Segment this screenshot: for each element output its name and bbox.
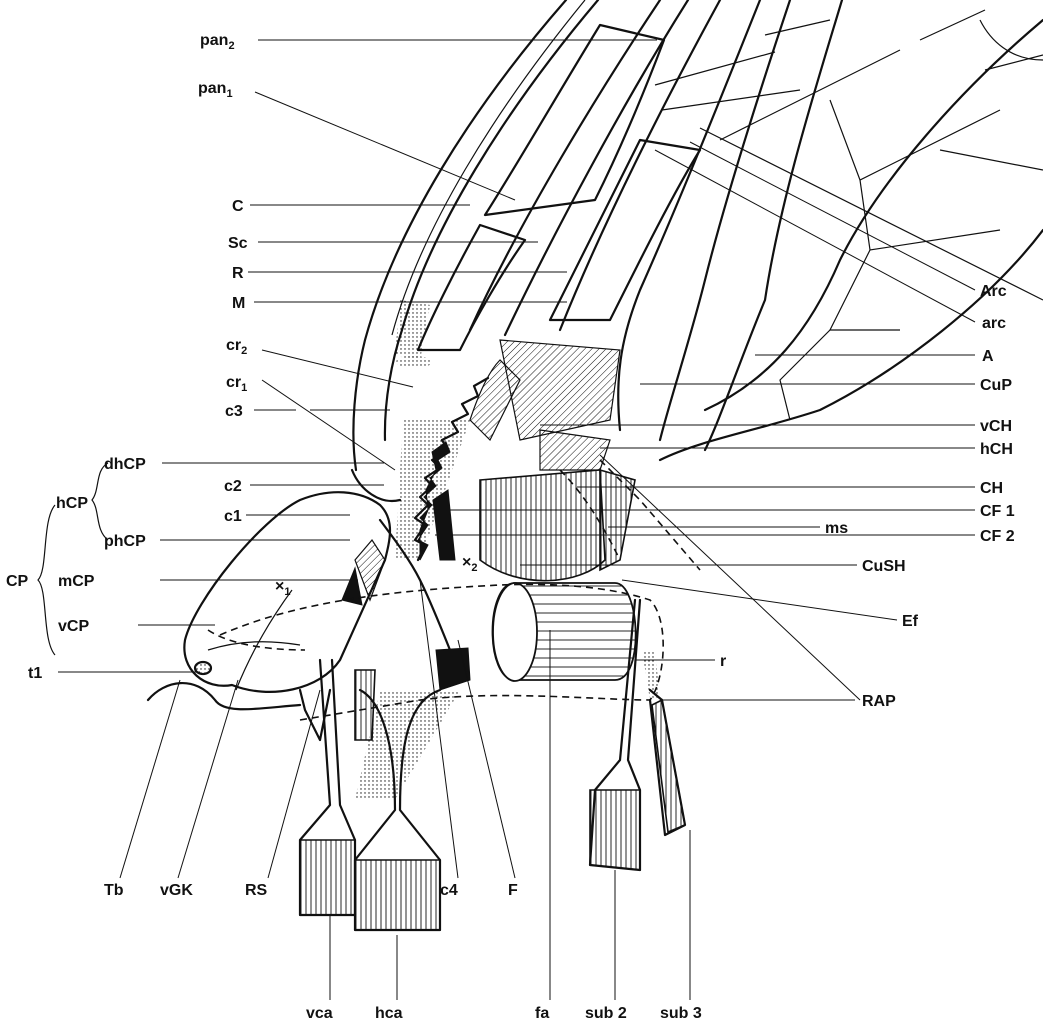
label-c1: c1 [224, 508, 242, 525]
label-hca: hca [375, 1005, 403, 1022]
label-sub3: sub 3 [660, 1005, 702, 1022]
label-dhCP: dhCP [104, 456, 146, 473]
label-RAP: RAP [862, 693, 896, 710]
label-fa: fa [535, 1005, 549, 1022]
label-pan2: pan2 [200, 32, 235, 52]
label-hCH: hCH [980, 441, 1013, 458]
label-r: r [720, 653, 726, 670]
label-CuSH: CuSH [862, 558, 906, 575]
label-Sc: Sc [228, 235, 248, 252]
label-pan1: pan1 [198, 80, 233, 100]
label-vGK: vGK [160, 882, 193, 899]
label-CP: CP [6, 573, 29, 590]
label-c3: c3 [225, 403, 243, 420]
label-x1: ×1 [275, 578, 290, 598]
label-hCP: hCP [56, 495, 88, 512]
label-cr1: cr1 [226, 374, 247, 394]
label-A: A [982, 348, 994, 365]
label-cr2: cr2 [226, 337, 247, 357]
label-CF2: CF 2 [980, 528, 1015, 545]
label-vCH: vCH [980, 418, 1012, 435]
label-M: M [232, 295, 245, 312]
label-F: F [508, 882, 518, 899]
label-vCP: vCP [58, 618, 89, 635]
label-Tb: Tb [104, 882, 124, 899]
label-C: C [232, 198, 244, 215]
label-Arc: Arc [980, 283, 1007, 300]
label-vca: vca [306, 1005, 333, 1022]
label-RS: RS [245, 882, 268, 899]
label-arc: arc [982, 315, 1006, 332]
label-mCP: mCP [58, 573, 95, 590]
label-CH: CH [980, 480, 1003, 497]
label-c2: c2 [224, 478, 242, 495]
label-CuP: CuP [980, 377, 1012, 394]
label-x2: ×2 [462, 554, 477, 574]
label-t1: t1 [28, 665, 42, 682]
label-phCP: phCP [104, 533, 146, 550]
label-R: R [232, 265, 244, 282]
wing-veins [353, 0, 1043, 470]
label-sub2: sub 2 [585, 1005, 627, 1022]
muscles [148, 583, 685, 930]
label-Ef: Ef [902, 613, 919, 630]
label-CF1: CF 1 [980, 503, 1015, 520]
label-c4: c4 [440, 882, 458, 899]
label-ms: ms [825, 520, 848, 537]
